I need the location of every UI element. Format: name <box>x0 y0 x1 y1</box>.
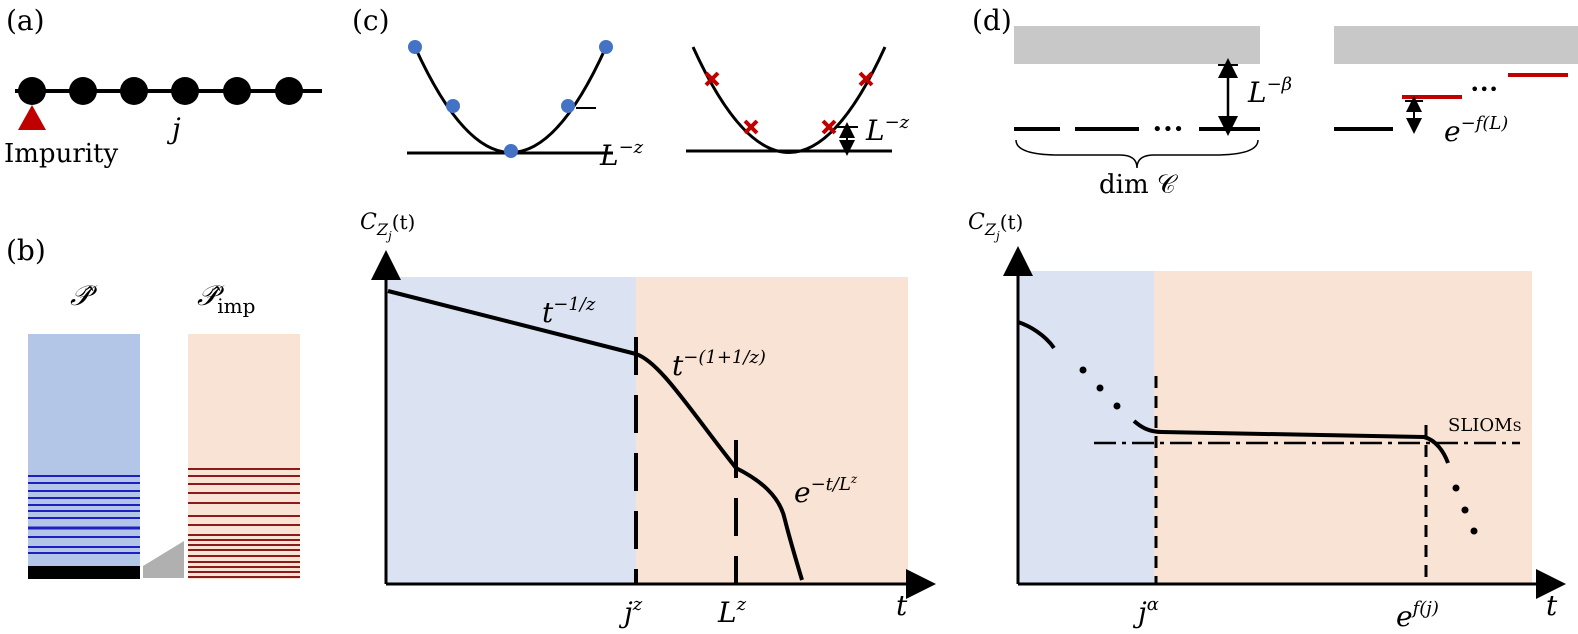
x-axis-label: t <box>1546 589 1558 622</box>
chain-site <box>223 77 251 105</box>
cross-icon <box>704 71 720 87</box>
blue-levels <box>28 475 140 554</box>
x-tick-jz: jz <box>618 594 643 629</box>
decay-dot <box>1079 366 1087 374</box>
impurity-label: Impurity <box>4 139 119 169</box>
y-axis-label: CZj(t) <box>968 210 1023 243</box>
momentum-point-icon <box>561 99 575 113</box>
panel-c-label: (c) <box>352 4 390 37</box>
chart-left: CZj(t) t jz Lz t−1/z t−(1+1/z) e−t/Lz <box>360 210 936 629</box>
sliom-label: SLIOMs <box>1448 415 1522 436</box>
chart-right: SLIOMs CZj(t) t jα ef(j) <box>968 210 1566 633</box>
region-2 <box>1154 271 1532 584</box>
region-1 <box>386 277 636 584</box>
cross-icon <box>743 119 759 135</box>
red-levels <box>188 468 300 578</box>
cross-icon <box>858 71 874 87</box>
panel-d-top: (d) ••• L−β dim 𝒞 ••• e−f(L) <box>972 4 1578 200</box>
projector-block <box>28 334 140 579</box>
gap-label-left: L−z <box>599 137 644 172</box>
annotation-power-law: t−1/z <box>542 294 596 329</box>
chain-site <box>18 77 46 105</box>
x-axis-label: t <box>896 589 908 622</box>
annotation-faster-decay: t−(1+1/z) <box>672 347 766 382</box>
momentum-point-icon <box>504 144 518 158</box>
projector-label: 𝒫̂ <box>70 279 98 312</box>
gap-beta-label: L−β <box>1247 74 1292 109</box>
momentum-point-icon <box>446 99 460 113</box>
dispersion-left <box>413 46 608 154</box>
decay-dot <box>1452 484 1460 492</box>
x-tick-ef: ef(j) <box>1396 598 1439 633</box>
early-decay <box>1017 320 1056 350</box>
impurity-triangle-icon <box>18 105 46 130</box>
panel-a: (a) Impurity j <box>4 4 322 169</box>
cross-icon <box>821 119 837 135</box>
dim-c-label: dim 𝒞 <box>1099 170 1179 200</box>
continuum-band-right <box>1334 26 1578 64</box>
chain-site <box>171 77 199 105</box>
projector-imp-block <box>188 334 300 579</box>
plateau-curve <box>1132 419 1450 464</box>
x-tick-j-alpha: jα <box>1132 594 1159 629</box>
annotation-exponential: e−t/Lz <box>794 472 858 509</box>
panel-b-label: (b) <box>6 234 46 267</box>
split-label: e−f(L) <box>1444 113 1508 148</box>
site-j-label: j <box>166 112 181 145</box>
chain-site <box>275 77 303 105</box>
x-tick-lz: Lz <box>717 594 747 629</box>
panel-a-label: (a) <box>6 4 45 37</box>
dispersion-right <box>691 46 887 154</box>
cross-markers <box>704 71 874 135</box>
decay-dot <box>1096 384 1104 392</box>
panel-c-top: (c) L−z L−z <box>352 4 910 172</box>
panel-d-label: (d) <box>972 4 1012 37</box>
region-1 <box>1018 271 1154 584</box>
projector-imp-label: 𝒫̂imp <box>197 279 255 318</box>
chain-site <box>69 77 97 105</box>
chain-site <box>120 77 148 105</box>
decay-dot <box>1461 506 1469 514</box>
panel-b: (b) 𝒫̂ 𝒫̂imp <box>6 234 300 579</box>
y-axis-label: CZj(t) <box>360 210 415 243</box>
continuum-band-left <box>1014 26 1260 64</box>
connector-wedge <box>143 541 184 578</box>
brace-icon <box>1015 139 1259 169</box>
momentum-point-icon <box>599 40 613 54</box>
region-2 <box>636 277 908 584</box>
decay-dot <box>1470 527 1478 535</box>
level-dots: ••• <box>1470 80 1498 99</box>
gap-label-right: L−z <box>865 112 910 147</box>
ground-bar <box>28 566 140 579</box>
momentum-point-icon <box>408 40 422 54</box>
decay-dot <box>1113 402 1121 410</box>
correlation-curve <box>387 289 804 581</box>
level-dots: ••• <box>1152 119 1184 140</box>
